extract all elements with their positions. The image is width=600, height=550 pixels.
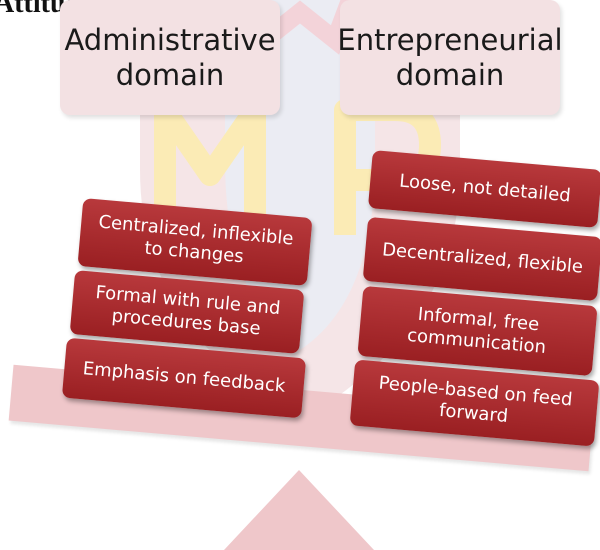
- administrative-domain-box: Administrative domain: [60, 0, 280, 115]
- fulcrum-triangle: [224, 470, 374, 550]
- entrepreneurial-domain-box: Entrepreneurial domain: [337, 0, 563, 115]
